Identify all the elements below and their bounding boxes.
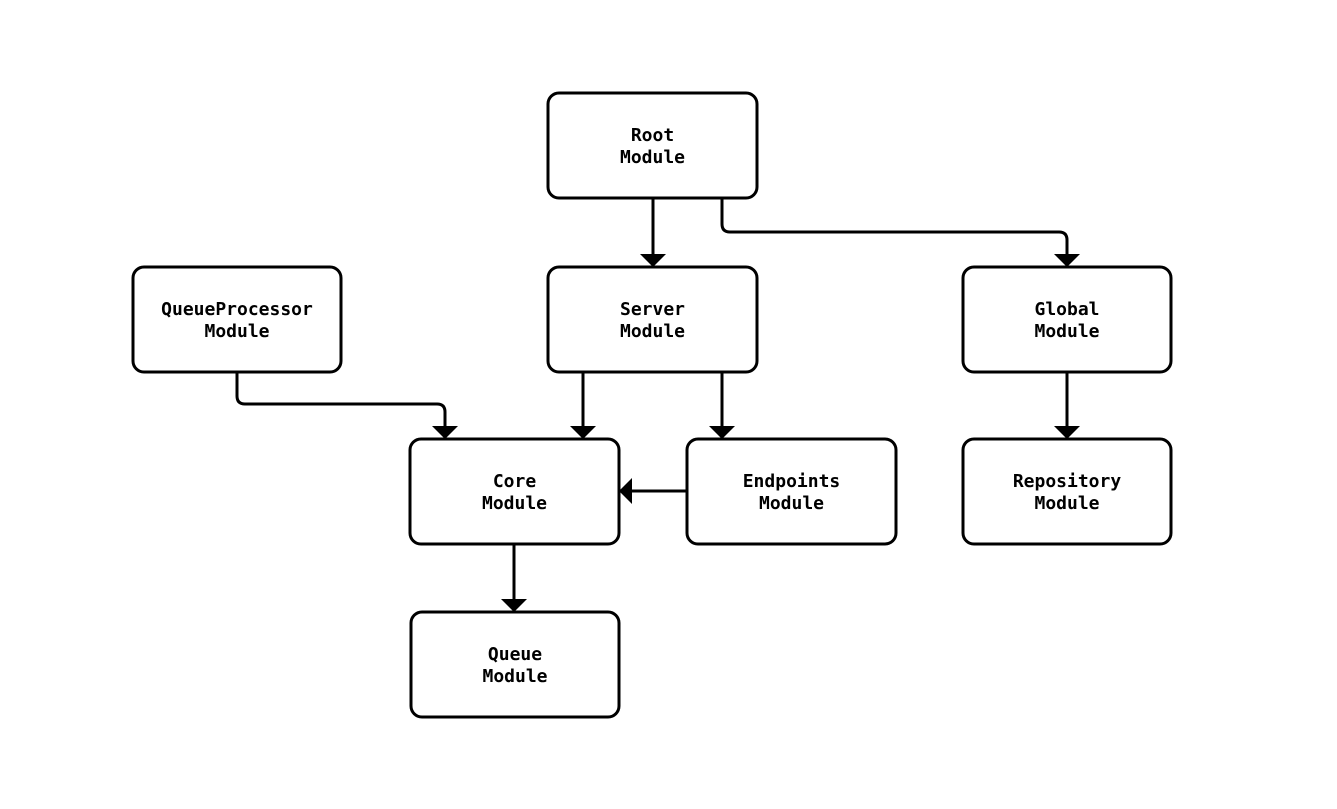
node-global-module-box: [961, 265, 1173, 374]
node-core-module-label-line1: Core: [493, 471, 537, 492]
node-endpoints-module: Endpoints Module: [685, 437, 898, 546]
node-queue-module-label-line2: Module: [482, 666, 547, 687]
edges: [235, 198, 1080, 612]
node-repository-module-label-line1: Repository: [1013, 471, 1122, 492]
node-queueprocessor-module-box: [131, 265, 343, 374]
nodes: Root Module QueueProcessor Module Server…: [131, 91, 1173, 719]
node-root-module: Root Module: [546, 91, 759, 200]
node-server-module: Server Module: [546, 265, 759, 374]
node-queue-module-label-line1: Queue: [488, 644, 542, 665]
node-queueprocessor-module: QueueProcessor Module: [131, 265, 343, 374]
node-endpoints-module-label-line1: Endpoints: [743, 471, 841, 492]
node-repository-module: Repository Module: [961, 437, 1173, 546]
edge-root-to-global: [720, 198, 1080, 267]
node-global-module-label-line2: Module: [1034, 321, 1099, 342]
node-repository-module-label-line2: Module: [1034, 493, 1099, 514]
node-queue-module: Queue Module: [409, 610, 621, 719]
node-server-module-label-line1: Server: [620, 299, 685, 320]
node-root-module-label-line1: Root: [631, 125, 674, 146]
node-server-module-box: [546, 265, 759, 374]
node-global-module: Global Module: [961, 265, 1173, 374]
node-queueprocessor-module-label-line1: QueueProcessor: [161, 299, 313, 320]
node-queue-module-box: [409, 610, 621, 719]
node-root-module-label-line2: Module: [620, 147, 685, 168]
node-core-module-label-line2: Module: [482, 493, 547, 514]
node-endpoints-module-box: [685, 437, 898, 546]
node-core-module-box: [408, 437, 621, 546]
node-core-module: Core Module: [408, 437, 621, 546]
node-repository-module-box: [961, 437, 1173, 546]
node-queueprocessor-module-label-line2: Module: [204, 321, 269, 342]
node-root-module-box: [546, 91, 759, 200]
node-server-module-label-line2: Module: [620, 321, 685, 342]
node-global-module-label-line1: Global: [1034, 299, 1099, 320]
edge-queueprocessor-to-core: [235, 372, 458, 439]
node-endpoints-module-label-line2: Module: [759, 493, 824, 514]
